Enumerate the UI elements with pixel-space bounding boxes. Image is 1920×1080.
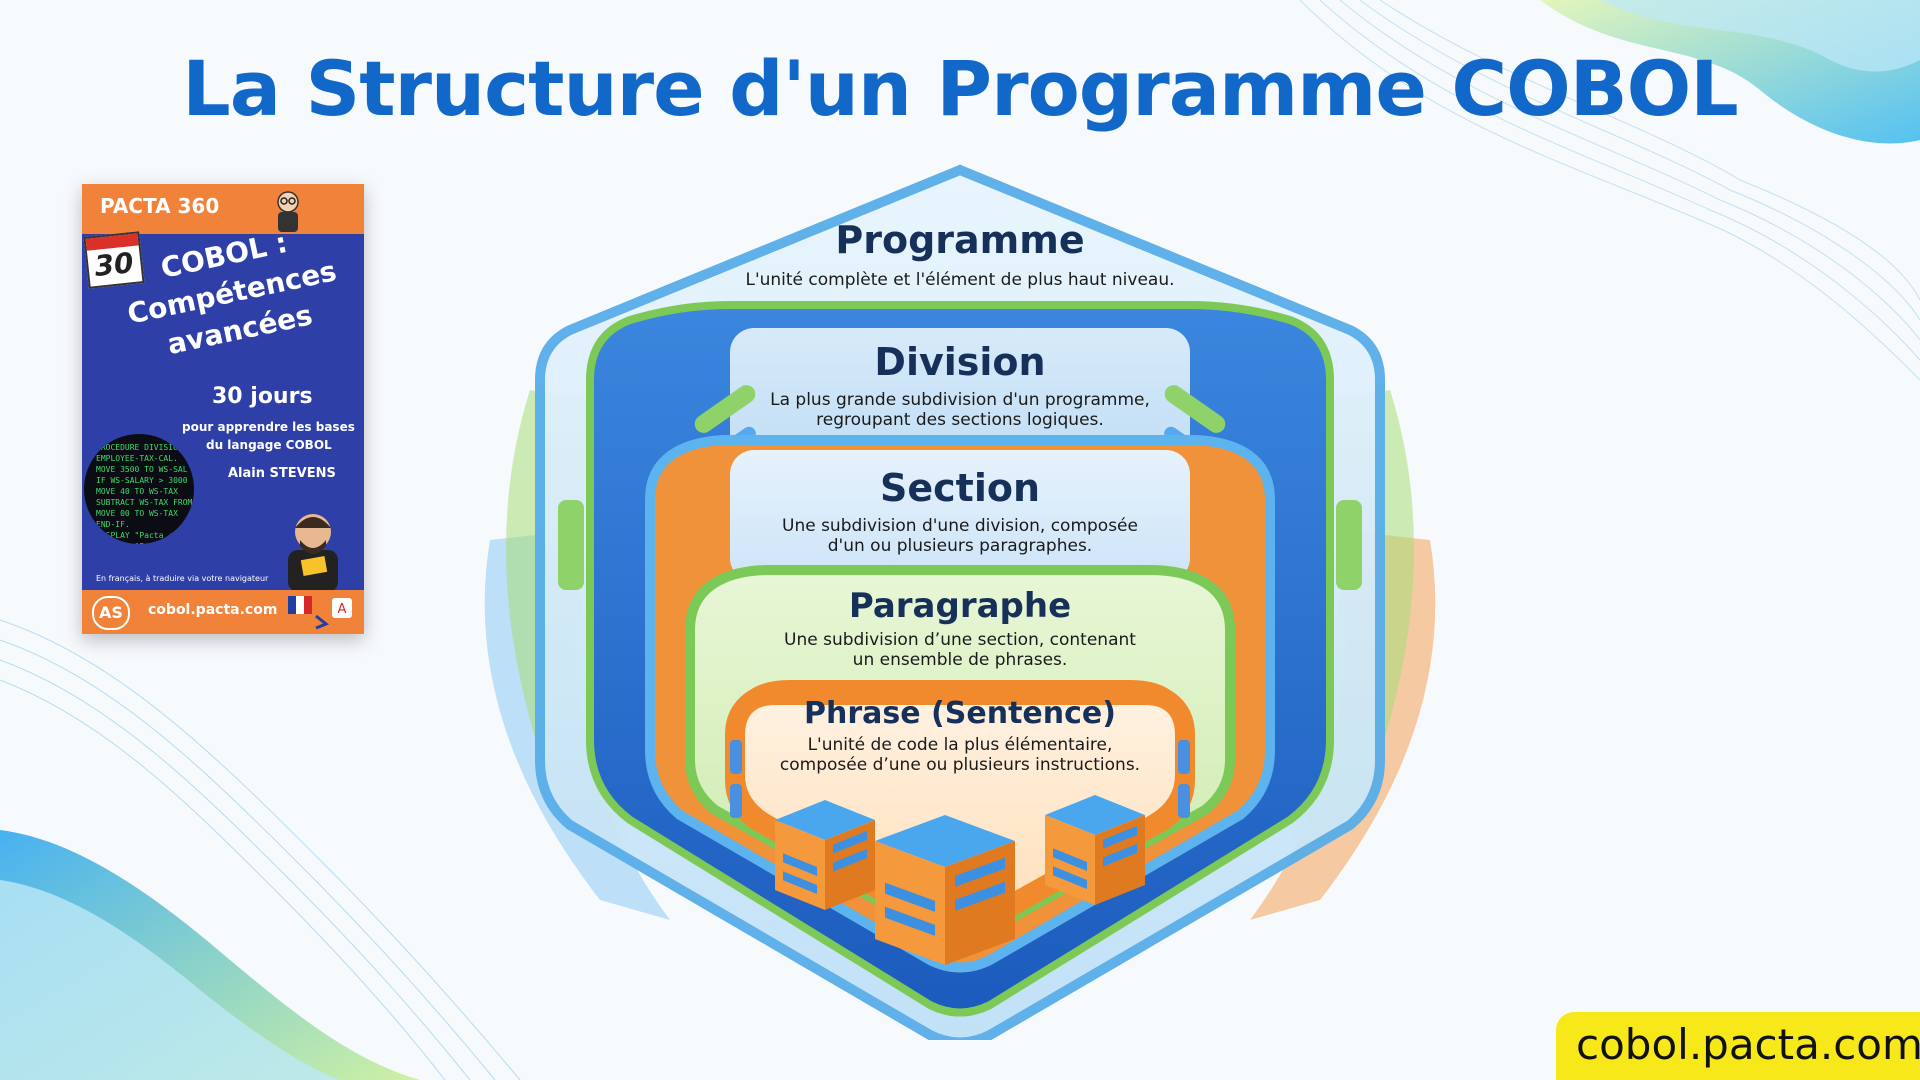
book-days: 30 jours	[212, 384, 313, 409]
code-line: EMPLOYEE-TAX-CAL.	[96, 454, 178, 463]
book-description-line: du langage COBOL	[206, 438, 332, 452]
layer-description: L'unité de code la plus élémentaire,	[807, 735, 1113, 755]
book-title: COBOL : Compétences avancées	[113, 214, 352, 371]
book-top-band	[82, 184, 364, 234]
footer-url[interactable]: cobol.pacta.com	[1576, 1020, 1920, 1069]
layer-name: Division	[874, 340, 1046, 384]
code-line: MOVE 40 TO WS-TAX	[96, 487, 178, 496]
book-url: cobol.pacta.com	[148, 602, 278, 618]
code-line: END-IF.	[96, 520, 130, 529]
layer-name: Paragraphe	[848, 586, 1072, 626]
layer-paragraphe: Paragraphe Une subdivision d’une section…	[660, 586, 1260, 670]
book-author: Alain STEVENS	[228, 466, 336, 481]
layer-phrase: Phrase (Sentence) L'unité de code la plu…	[660, 696, 1260, 775]
code-line: PROCEDURE DIVISION.	[96, 443, 188, 452]
code-snippet: PROCEDURE DIVISION. EMPLOYEE-TAX-CAL. MOVE…	[84, 434, 194, 544]
layer-description: Une subdivision d’une section, contenant	[784, 630, 1136, 650]
code-line: MOVE 00 TO WS-TAX	[96, 509, 178, 518]
code-line: IF WS-SALARY > 3000	[96, 476, 188, 485]
page-title: La Structure d'un Programme COBOL	[182, 44, 1738, 133]
diagram-shapes	[484, 164, 1436, 1040]
layer-division: Division La plus grande subdivision d'un…	[660, 340, 1260, 430]
layer-description: d'un ou plusieurs paragraphes.	[827, 536, 1093, 556]
book-cover[interactable]: PACTA 360 30 COBOL : Compétences avancée…	[82, 184, 364, 634]
svg-text:A: A	[338, 602, 347, 617]
layer-description: L'unité complète et l'élément de plus ha…	[745, 270, 1175, 290]
author-portrait-icon	[288, 514, 338, 592]
layer-name: Programme	[835, 218, 1085, 262]
code-line: DISPLAY "Pacta	[96, 541, 194, 544]
layer-programme: Programme L'unité complète et l'élément …	[660, 218, 1260, 290]
footer-url-badge[interactable]: cobol.pacta.com	[1556, 1012, 1920, 1080]
cartoon-avatar-icon	[277, 191, 299, 232]
layer-section: Section Une subdivision d'une division, …	[660, 466, 1260, 556]
book-language-note: En français, à traduire via votre naviga…	[96, 574, 269, 583]
code-line: SUBTRACT WS-TAX FROM	[96, 498, 193, 507]
book-brand: PACTA 360	[100, 194, 220, 218]
layer-description: un ensemble de phrases.	[852, 650, 1068, 670]
code-line: DISPLAY "Pacta + T	[96, 531, 183, 540]
layer-description: composée d’une ou plusieurs instructions…	[779, 755, 1141, 775]
code-line: MOVE 3500 TO WS-SAL	[96, 465, 188, 474]
layer-name: Section	[879, 466, 1040, 510]
author-logo: AS	[92, 596, 130, 630]
layer-name: Phrase (Sentence)	[804, 696, 1116, 731]
layer-description: La plus grande subdivision d'un programm…	[770, 390, 1150, 410]
translate-icon: A	[288, 596, 352, 630]
layer-description: Une subdivision d'une division, composée	[782, 516, 1138, 536]
layer-description: regroupant des sections logiques.	[816, 410, 1104, 430]
book-description-line: pour apprendre les bases	[182, 420, 355, 434]
cube-blocks-icon	[775, 795, 1145, 965]
